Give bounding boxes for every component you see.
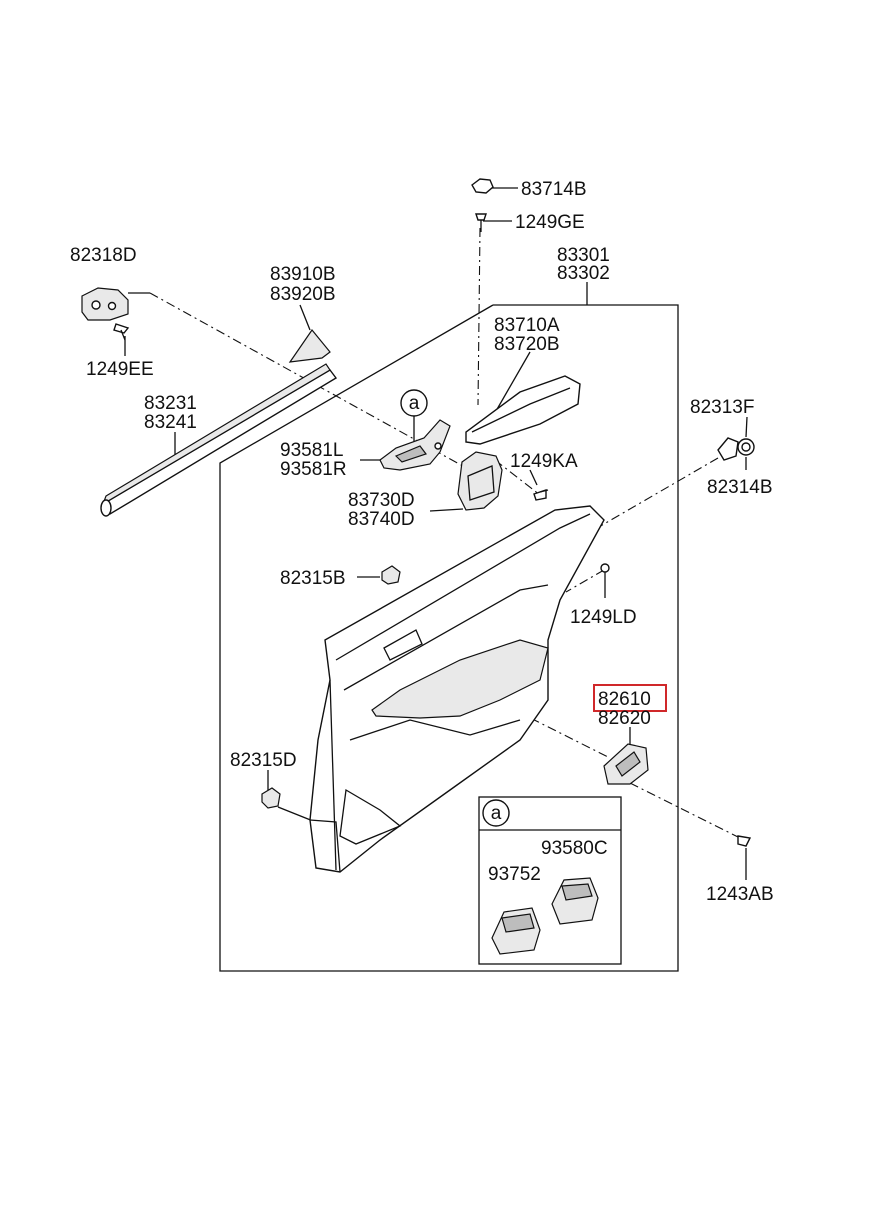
clip-82315d (261, 787, 281, 809)
callout-83920b: 83920B (270, 284, 336, 305)
callout-83910b: 83910B (270, 264, 336, 285)
armrest-83710a (465, 375, 581, 445)
callout-82610: 82610 (598, 689, 651, 710)
delta-cover-83910b (288, 329, 331, 363)
callout-83241: 83241 (144, 412, 197, 433)
callout-82315d: 82315D (230, 750, 297, 771)
callout-83720b: 83720B (494, 334, 560, 355)
screw-1249ee (113, 323, 130, 341)
door-trim-panel (309, 505, 605, 873)
weatherstrip-83231 (100, 363, 338, 517)
callout-82313f: 82313F (690, 397, 754, 418)
callout-1243ab: 1243AB (706, 884, 774, 905)
callout-1249ld: 1249LD (570, 607, 637, 628)
detail-box-marker: a (491, 803, 502, 824)
callout-82314b: 82314B (707, 477, 773, 498)
inside-handle-82610 (603, 743, 649, 785)
callout-82318d: 82318D (70, 245, 137, 266)
callout-93752: 93752 (488, 864, 541, 885)
switch-93752 (491, 907, 541, 955)
detail-marker-text: a (409, 393, 420, 414)
highlight-box-82610 (593, 684, 667, 712)
callout-93581r: 93581R (280, 459, 347, 480)
callout-83710a: 83710A (494, 315, 560, 336)
clip-82315b-top (381, 565, 401, 585)
callout-83302: 83302 (557, 263, 610, 284)
callout-1249ge: 1249GE (515, 212, 585, 233)
callout-83714b: 83714B (521, 179, 587, 200)
screw-1249ka (533, 489, 549, 501)
callout-1249ka: 1249KA (510, 451, 578, 472)
callout-93580c: 93580C (541, 838, 608, 859)
screw-1249ld (600, 563, 610, 573)
callout-83301: 83301 (557, 245, 610, 266)
callout-1249ee: 1249EE (86, 359, 154, 380)
inside-handle-83730d (457, 451, 503, 511)
callout-labels: 83714B 1249GE 83301 83302 82318D 1249EE … (70, 179, 774, 905)
fastener-82313f (717, 437, 755, 461)
switch-93580c (551, 877, 599, 925)
assembly-frame (219, 304, 679, 972)
bracket-82318d (81, 287, 129, 321)
callout-82315b: 82315B (280, 568, 346, 589)
screw-1249ge (475, 213, 487, 232)
clip-83714b (471, 178, 494, 194)
switch-panel-93581l (379, 419, 451, 471)
callout-83730d: 83730D (348, 490, 415, 511)
callout-83231: 83231 (144, 393, 197, 414)
detail-marker: a (400, 389, 428, 417)
callout-83740d: 83740D (348, 509, 415, 530)
callout-93581l: 93581L (280, 440, 343, 461)
screw-1243ab (737, 835, 752, 847)
detail-box: a (478, 796, 622, 965)
callout-82620: 82620 (598, 708, 651, 729)
